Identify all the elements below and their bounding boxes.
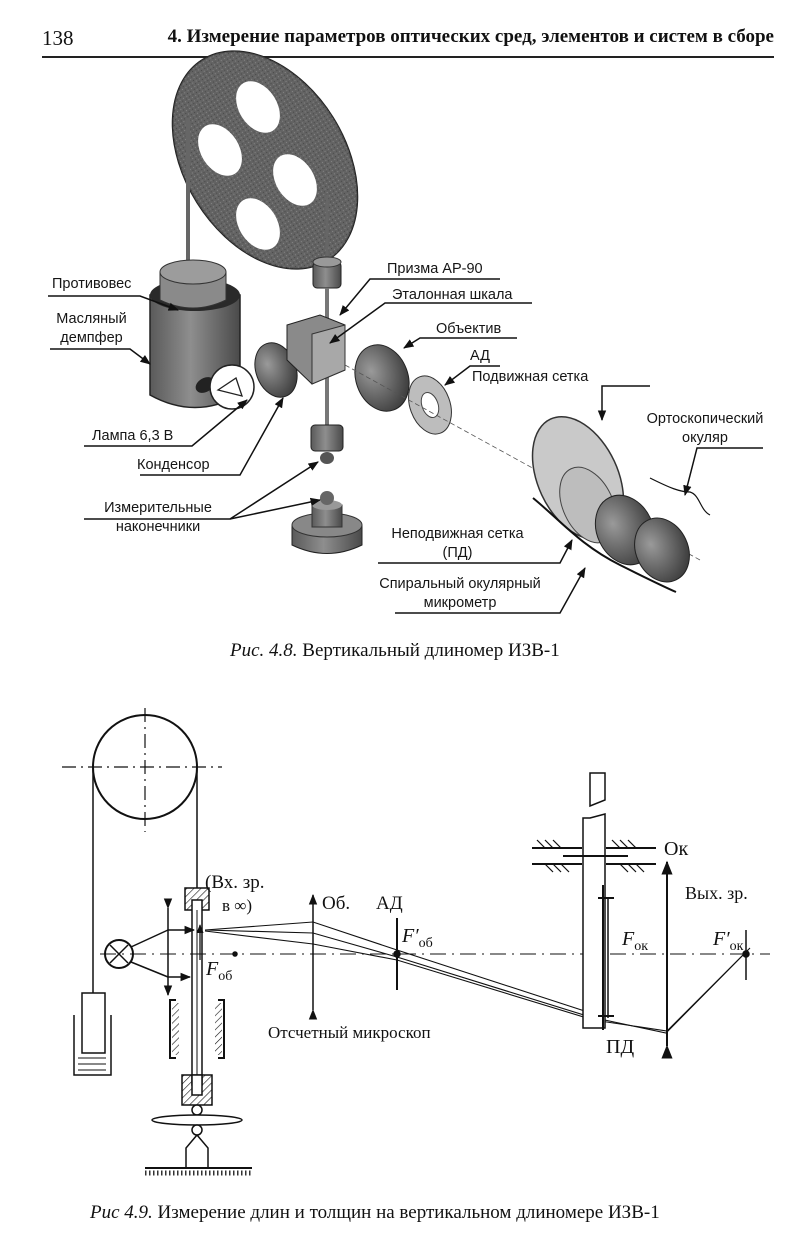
eyepiece-group <box>531 415 690 583</box>
label-objective: Об. <box>322 893 351 914</box>
caption-text: Измерение длин и толщин на вертикальном … <box>157 1202 660 1223</box>
figure-4-8-illustration <box>48 50 763 614</box>
lamp <box>209 364 255 410</box>
label-reading-microscope: Отсчетный микроскоп <box>268 1023 431 1042</box>
caption-text: Вертикальный длиномер ИЗВ-1 <box>302 640 560 661</box>
base-anvil <box>291 491 363 554</box>
caption-prefix: Рис. 4.8. <box>230 640 298 661</box>
label-eyepiece-2: окуляр <box>682 430 728 446</box>
measuring-rod <box>286 256 363 554</box>
label-f-ob: Fоб <box>206 958 233 984</box>
label-f-ok-prime: F′ок <box>713 928 744 954</box>
label-tips-2: наконечники <box>115 519 201 535</box>
oil-lines <box>78 1057 106 1071</box>
leader-lines <box>48 278 763 614</box>
caption-prefix: Рис 4.9. <box>90 1202 153 1223</box>
label-aperture-stop: АД <box>376 893 403 914</box>
label-oil-damper-1: Масляный <box>56 311 127 327</box>
label-counterweight: Противовес <box>52 276 132 292</box>
reticle-plate <box>582 813 606 1029</box>
label-micrometer-1: Спиральный окулярный <box>379 576 541 592</box>
label-entrance-pupil-1: (Вх. зр. <box>205 872 265 893</box>
aperture-diaphragm <box>408 375 452 435</box>
page-number: 138 <box>42 26 74 50</box>
pulley-wheel <box>171 50 359 270</box>
label-lamp: Лампа 6,3 В <box>92 428 174 444</box>
oil-damper <box>149 259 241 409</box>
objective-lens <box>354 344 410 412</box>
label-condenser: Конденсор <box>137 457 210 473</box>
damper-vessel <box>73 1015 112 1076</box>
label-prism: Призма АР-90 <box>387 261 483 277</box>
label-fixed-grid: ПД <box>606 1036 635 1058</box>
scale-top <box>589 772 606 808</box>
label-moving-grid: Подвижная сетка <box>472 369 589 385</box>
label-fixed-grid-2: (ПД) <box>442 545 473 561</box>
label-oil-damper-2: демпфер <box>60 330 123 346</box>
sample <box>151 1114 243 1126</box>
counterweight <box>81 992 106 1054</box>
label-f-ok: Fок <box>622 928 649 954</box>
label-eyepiece: Ок <box>664 838 689 860</box>
label-scale: Эталонная шкала <box>392 287 513 303</box>
support <box>185 1134 209 1168</box>
guide-hatching <box>536 839 645 873</box>
figure-4-8-caption: Рис. 4.8. Вертикальный длиномер ИЗВ-1 <box>230 640 560 662</box>
label-aperture: АД <box>470 348 490 364</box>
label-micrometer-2: микрометр <box>423 595 497 611</box>
label-exit-pupil: Вых. зр. <box>685 883 748 903</box>
label-tips-1: Измерительные <box>104 500 212 516</box>
label-fixed-grid-1: Неподвижная сетка <box>391 526 524 542</box>
running-header: 138 4. Измерение параметров оптических с… <box>42 24 774 58</box>
label-objective: Объектив <box>436 321 502 337</box>
label-f-ob-prime: F′об <box>402 925 433 951</box>
figure-4-9-caption: Рис 4.9. Измерение длин и толщин на верт… <box>90 1202 660 1224</box>
micrometer-outline <box>532 497 677 593</box>
label-eyepiece-1: Ортоскопический <box>646 411 764 427</box>
chapter-title: 4. Измерение параметров оптических сред,… <box>167 26 774 47</box>
label-entrance-pupil-2: в ∞) <box>222 896 253 915</box>
